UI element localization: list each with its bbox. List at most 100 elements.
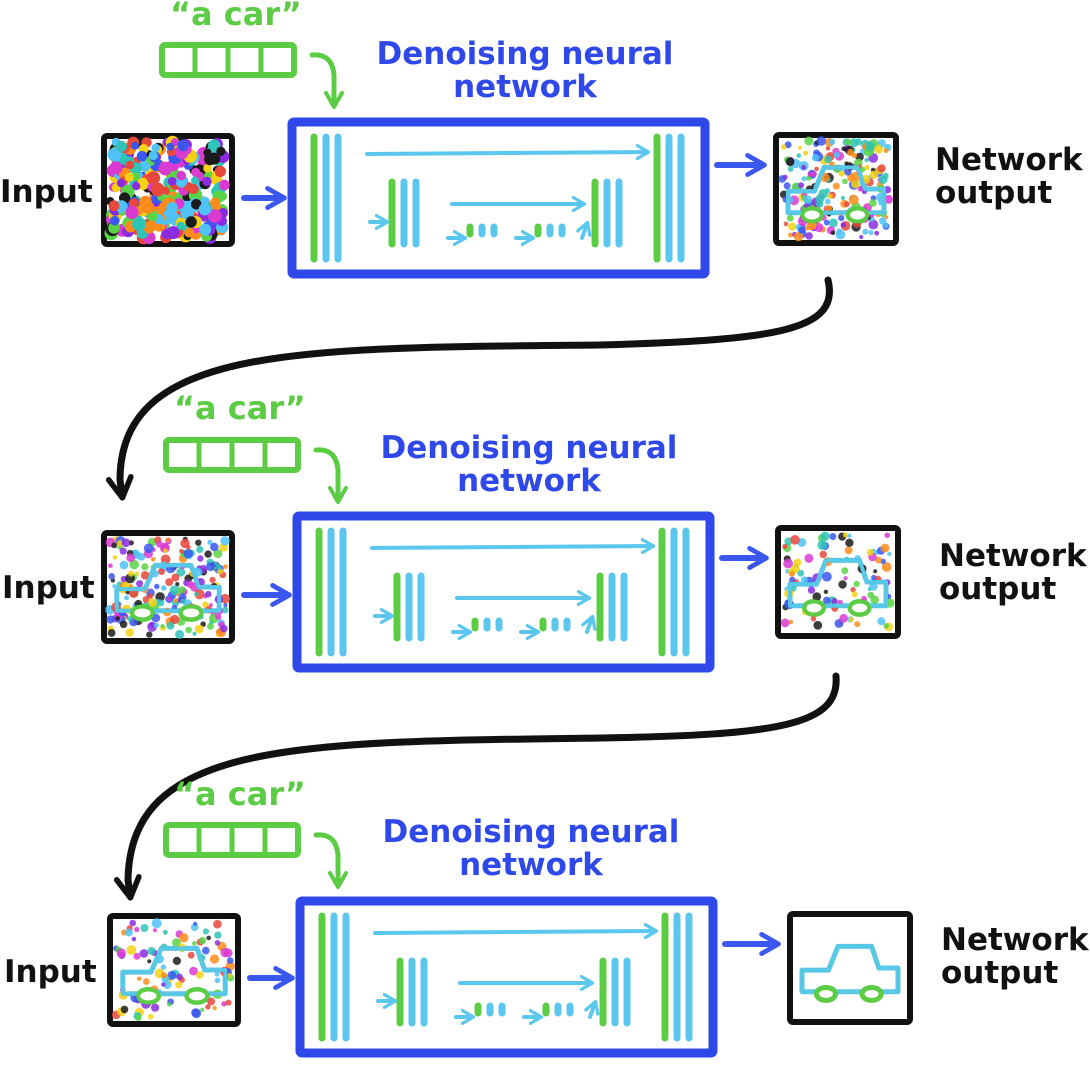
- noise-dot: [865, 141, 875, 151]
- noise-dot: [836, 228, 843, 235]
- noise-dot: [129, 919, 136, 927]
- noise-dot: [202, 928, 209, 935]
- noise-dot: [214, 940, 221, 946]
- noise-dot: [196, 971, 204, 979]
- noise-dot: [853, 580, 860, 588]
- noise-dot: [190, 923, 199, 932]
- noise-dot: [116, 948, 127, 958]
- noise-dot: [115, 616, 120, 621]
- noise-dot: [220, 536, 230, 546]
- noise-dot: [151, 143, 160, 152]
- noise-dot: [803, 150, 809, 156]
- noise-dot: [864, 164, 870, 171]
- noise-dot: [213, 919, 222, 929]
- noise-dot: [838, 580, 847, 589]
- noise-dot: [793, 558, 802, 567]
- noise-dot: [215, 564, 222, 570]
- noise-dot: [225, 999, 232, 1006]
- noise-dot: [109, 161, 123, 175]
- denoising-network: [292, 511, 715, 673]
- noise-dot: [150, 182, 165, 197]
- noise-dot: [149, 622, 155, 628]
- noise-dot: [212, 1005, 217, 1011]
- noise-dot: [789, 576, 796, 584]
- noise-dot: [132, 217, 147, 232]
- noise-dot: [150, 557, 156, 562]
- noise-dot: [206, 935, 211, 941]
- noise-dot: [160, 585, 167, 591]
- up-arrow: [576, 220, 592, 240]
- noise-dot: [143, 978, 150, 985]
- noise-dot: [173, 598, 178, 603]
- noise-dot: [194, 591, 199, 597]
- noise-dot: [184, 227, 195, 238]
- noise-dot: [169, 585, 180, 596]
- noise-dot: [213, 549, 223, 559]
- noise-dot: [166, 621, 175, 630]
- noise-dot: [167, 176, 177, 186]
- noise-dot: [874, 230, 880, 236]
- noise-dot: [209, 954, 220, 964]
- feedback-arrow: [113, 672, 840, 901]
- noise-dot: [152, 928, 157, 933]
- noise-dot: [857, 185, 864, 192]
- noise-dot: [198, 203, 212, 216]
- up-arrow: [584, 999, 600, 1019]
- noise-dot: [214, 931, 222, 939]
- noise-dot: [166, 596, 172, 602]
- noise-dot: [112, 555, 118, 560]
- noise-dot: [188, 183, 199, 195]
- noise-dot: [195, 539, 202, 546]
- noise-dot: [850, 179, 860, 189]
- noise-dot: [811, 153, 820, 162]
- noise-dot: [198, 936, 207, 945]
- noise-dot: [227, 973, 232, 978]
- noise-dot: [847, 148, 855, 157]
- noise-dot: [192, 941, 197, 946]
- noise-dot: [197, 555, 204, 562]
- output-image: [787, 911, 913, 1025]
- noise-dot: [163, 208, 174, 218]
- noise-dot: [179, 933, 189, 943]
- noise-dot: [788, 222, 797, 231]
- noise-dot: [166, 226, 180, 240]
- conditioning-arrow: [313, 832, 348, 889]
- car-wheel-icon: [846, 206, 870, 224]
- input-label: Input: [4, 954, 97, 990]
- noise-dot: [814, 166, 819, 172]
- noise-dot: [153, 622, 159, 628]
- noise-dot: [783, 182, 791, 190]
- noise-dot: [191, 1008, 201, 1017]
- noise-dot: [871, 574, 877, 581]
- noise-dot: [829, 533, 837, 540]
- noise-dot: [215, 613, 222, 621]
- noise-dot: [214, 971, 220, 977]
- noise-dot: [883, 222, 889, 229]
- noise-dot: [873, 569, 878, 574]
- noise-dot: [112, 584, 117, 589]
- noise-dot: [202, 601, 209, 608]
- noise-dot: [186, 580, 194, 589]
- car-body-icon: [120, 946, 228, 996]
- noise-dot: [107, 629, 116, 637]
- noise-dot: [192, 631, 197, 636]
- feedback-arrow: [105, 276, 833, 501]
- text-prompt: “a car”: [170, 0, 302, 33]
- noise-dot: [869, 170, 879, 180]
- noise-dot: [205, 590, 212, 598]
- noise-dot: [147, 1013, 154, 1020]
- noise-dot: [793, 232, 804, 242]
- noise-dot: [204, 550, 212, 558]
- network-title: Denoising neural network: [380, 430, 678, 499]
- noise-dot: [207, 997, 216, 1006]
- noise-dot: [194, 624, 204, 634]
- noise-dot: [810, 616, 817, 622]
- noise-dot: [125, 205, 139, 220]
- noise-dot: [160, 972, 167, 979]
- noise-dot: [869, 582, 878, 591]
- noise-dot: [108, 563, 113, 568]
- noise-dot: [207, 209, 222, 224]
- noise-dot: [789, 571, 795, 577]
- noise-dot: [203, 164, 212, 173]
- noise-dot: [175, 629, 185, 639]
